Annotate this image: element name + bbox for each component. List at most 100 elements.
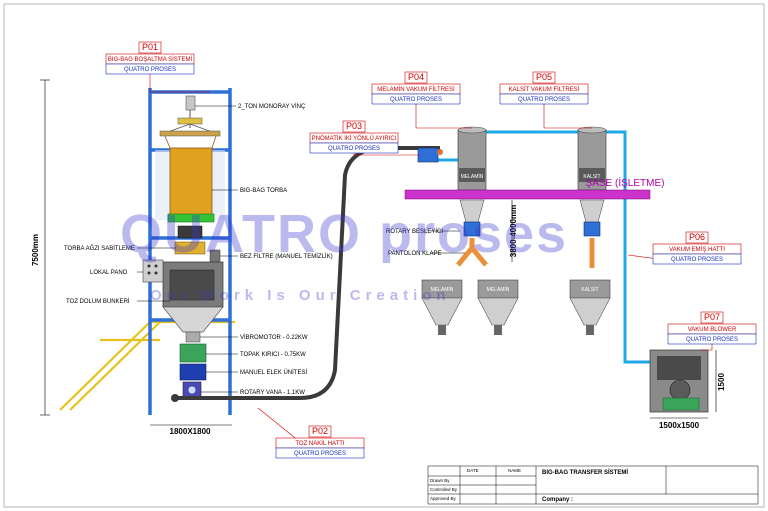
- label-vibromotor: VİBROMOTOR - 0.22KW: [240, 334, 308, 341]
- tag-title: BIG-BAG BOŞALTMA SİSTEMİ: [108, 56, 193, 63]
- label-monoray: 2_TON MONORAY VİNÇ: [238, 103, 306, 110]
- tag-company: QUATRO PROSES: [686, 337, 738, 343]
- tag-code-box: [404, 71, 428, 84]
- label-toz-dolum: TOZ DOLUM BUNKERİ: [66, 298, 130, 305]
- tag-company-box: [371, 93, 461, 105]
- monorail-hoist: [159, 95, 221, 137]
- tag-leader-line: [149, 74, 210, 93]
- tag-code-box: [138, 41, 162, 54]
- pantolon-valve: [456, 238, 488, 267]
- sase-label: ŞASE (İŞLETME): [586, 176, 665, 189]
- height-total-dim: 7500mm: [31, 234, 40, 266]
- tag-leader-line: [353, 153, 420, 156]
- tag-title: TOZ NAKİL HATTI: [295, 440, 345, 447]
- tag-company: QUATRO PROSES: [328, 146, 380, 152]
- tag-company-box: [499, 93, 589, 105]
- blower-dimension-lines: [650, 350, 717, 419]
- tag-company: QUATRO PROSES: [518, 97, 570, 103]
- hopper-3: [569, 279, 611, 335]
- tag-code: P01: [142, 42, 158, 52]
- lump-breaker: [179, 343, 207, 363]
- tb-col-name: NAME: [508, 468, 521, 473]
- height-dimension-line: [40, 79, 50, 416]
- title-block: [427, 465, 759, 505]
- kalsit-rotary-feeder: [583, 221, 601, 237]
- base-left-dim: 1800X1800: [170, 427, 211, 436]
- sase-beam: [404, 189, 651, 200]
- label-rotary-vana: ROTARY VANA - 1.1KW: [240, 390, 305, 396]
- tb-company: Company :: [542, 497, 573, 503]
- panel-button: [154, 271, 158, 275]
- blower-height-dim: 1500: [717, 373, 726, 391]
- tag-title: VAKUM EMİŞ HATTI: [669, 246, 725, 253]
- tag-title: KALSİT VAKUM FİLTRESİ: [509, 86, 580, 93]
- tag-code: P03: [346, 121, 362, 131]
- label-topak: TOPAK KIRICI - 0.75KW: [240, 352, 306, 358]
- tb-project: BIG-BAG TRANSFER SİSTEMİ: [542, 469, 628, 476]
- tag-company-box: [309, 142, 399, 154]
- tag-leader-line: [543, 104, 592, 129]
- pneumatic-diverter: [417, 147, 439, 163]
- label-bigbag: BIG-BAG TORBA: [240, 188, 287, 194]
- tag-company-box: [652, 253, 742, 265]
- hopper-2-label: MELAMİN: [487, 286, 510, 293]
- melamin-vacuum-filter: [457, 126, 487, 191]
- bag-spout: [177, 225, 203, 239]
- height-range-dim: 3800-4000mm: [509, 205, 518, 257]
- line-start: [171, 394, 179, 402]
- panel-button: [154, 264, 158, 268]
- vibromotor: [185, 331, 201, 343]
- melamin-tank-label: MELAMİN: [461, 173, 484, 180]
- vacuum-suction-line: [465, 130, 650, 364]
- tag-leader-line: [415, 104, 472, 129]
- tag-code: P05: [536, 72, 552, 82]
- tag-title: PNÖMATİK İKİ YÖNLÜ AYIRICI: [312, 135, 397, 142]
- tag-code-box: [342, 120, 366, 133]
- tag-code-box: [308, 425, 332, 438]
- label-bez-filtre: BEZ FİLTRE (MANUEL TEMİZLİK): [240, 253, 333, 260]
- tb-row-approved: Approved By: [430, 496, 457, 501]
- kalsit-tank-label: KALSİT: [583, 173, 600, 180]
- tag-code-box: [700, 311, 724, 324]
- tag-code-box: [532, 71, 556, 84]
- label-lokal-pano: LOKAL PANO: [90, 270, 128, 276]
- tag-title: MELAMİN VAKUM FİLTRESİ: [377, 86, 455, 93]
- tag-code: P02: [312, 426, 328, 436]
- hopper-1: [421, 279, 463, 335]
- page-border: [3, 3, 765, 508]
- tag-leader-line: [700, 344, 713, 351]
- tag-code: P04: [408, 72, 424, 82]
- hopper-2: [477, 279, 519, 335]
- tag-code-box: [685, 231, 709, 244]
- kalsit-vacuum-filter: [577, 126, 607, 191]
- hopper-3-label: KALSİT: [581, 286, 598, 293]
- kalsit-cone: [579, 199, 605, 223]
- tag-company: QUATRO PROSES: [124, 67, 176, 73]
- tag-company: QUATRO PROSES: [390, 97, 442, 103]
- panel-button: [147, 271, 151, 275]
- tag-company-box: [667, 333, 757, 345]
- tag-title: VAKUM BLOWER: [688, 327, 737, 333]
- tag-company-box: [105, 63, 195, 75]
- blower-base-dim: 1500x1500: [659, 421, 700, 430]
- tag-code: P07: [704, 312, 720, 322]
- manual-sieve: [179, 363, 207, 381]
- panel-button: [147, 264, 151, 268]
- tb-row-controlled: Controlled By: [430, 487, 458, 492]
- tb-col-date: DATE: [467, 468, 479, 473]
- label-elek: MANUEL ELEK ÜNİTESİ: [240, 369, 307, 376]
- watermark-brand: QUATRO proses: [120, 204, 568, 264]
- tag-code: P06: [689, 232, 705, 242]
- label-rotary-besleyici: ROTARY BESLEYİCİ: [386, 228, 443, 235]
- rotary-valve-hub: [187, 385, 197, 395]
